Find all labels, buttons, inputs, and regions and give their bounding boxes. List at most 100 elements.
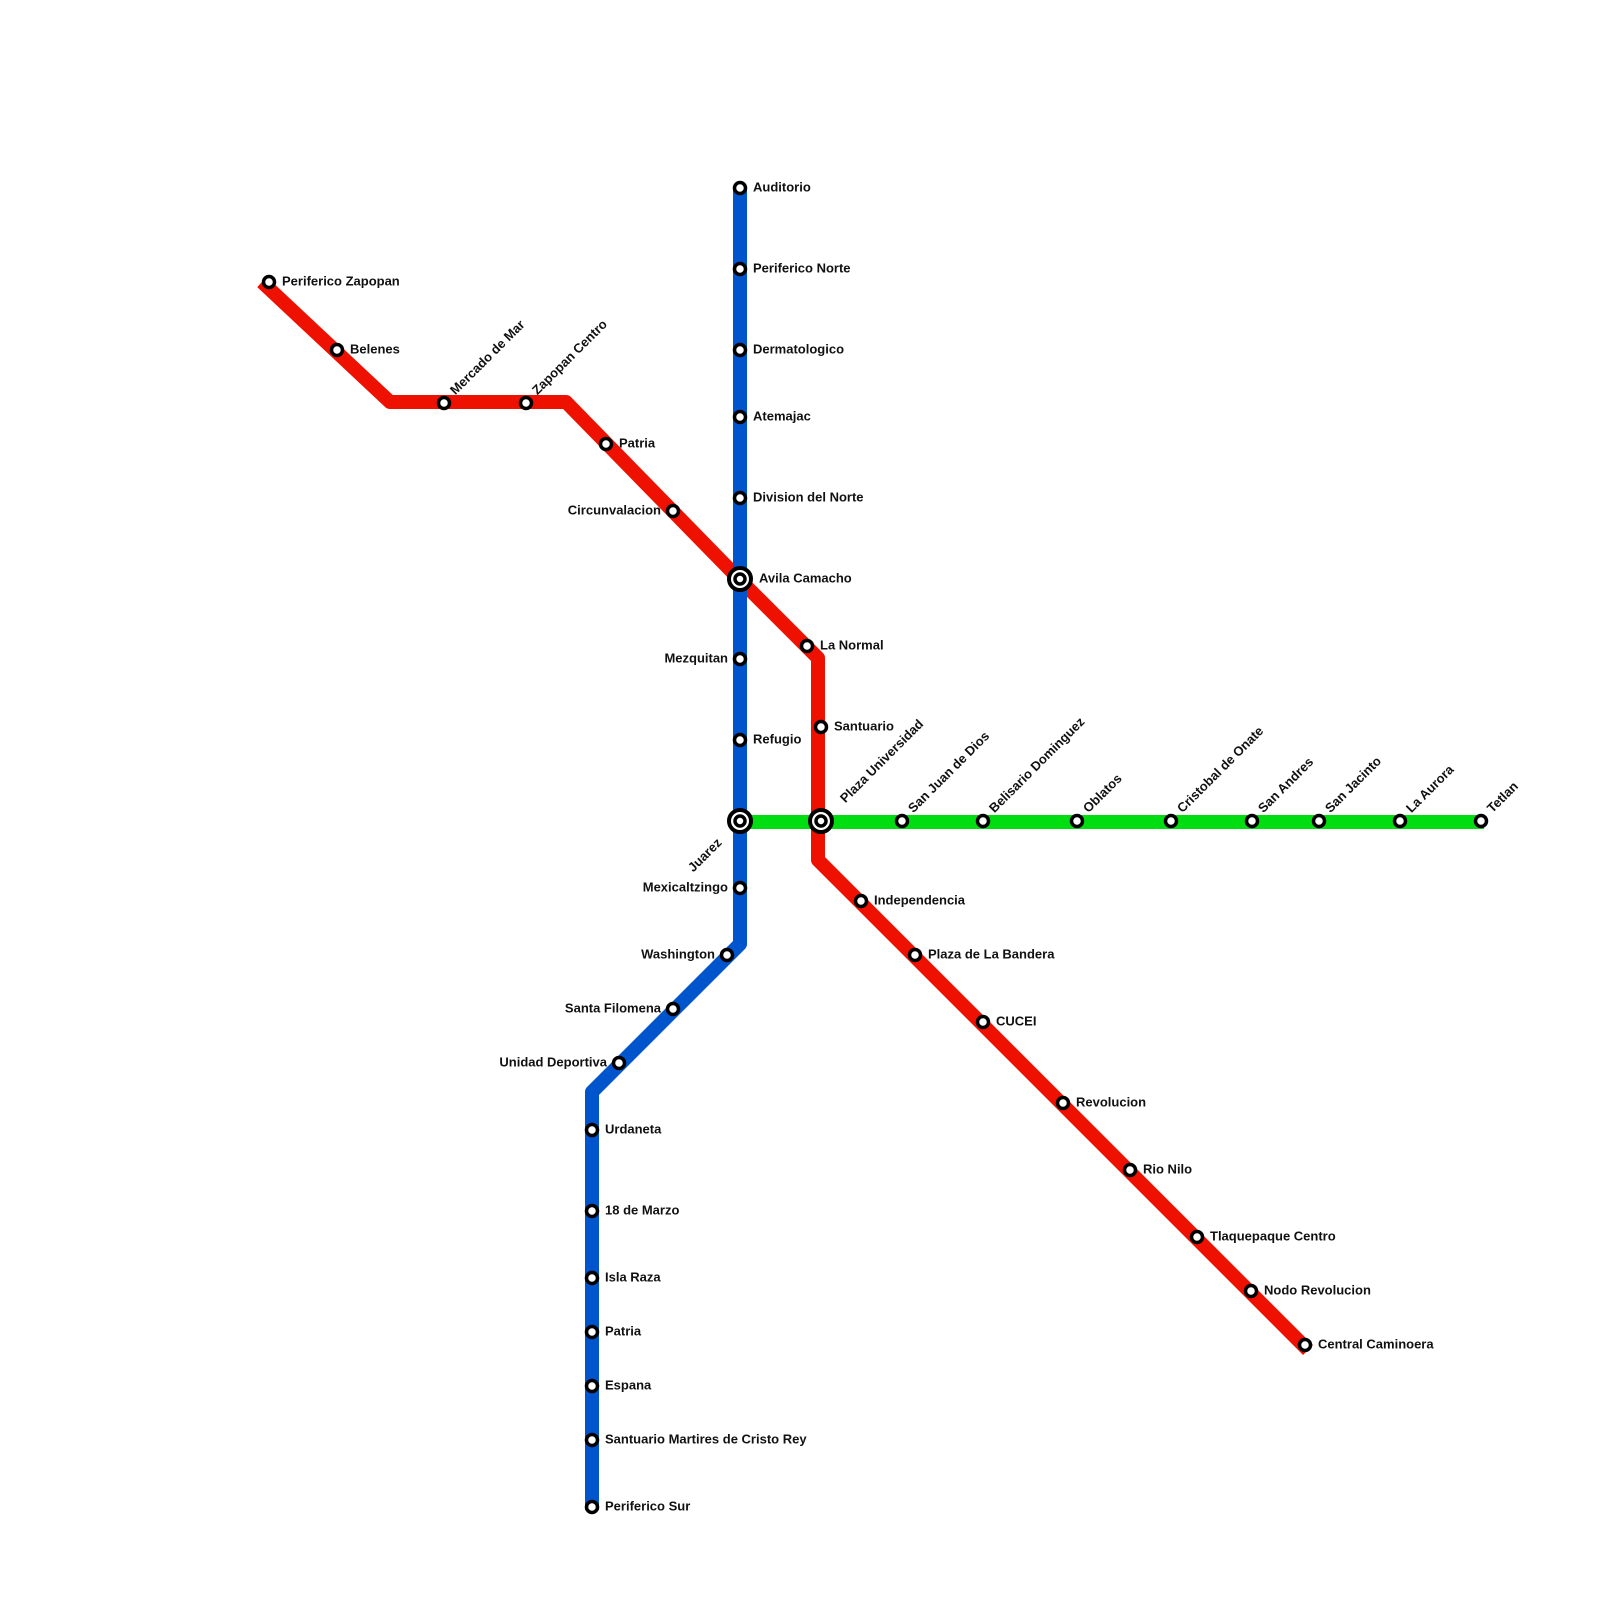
station-label: Belisario Dominguez [986,714,1088,816]
station-label: Santa Filomena [565,1000,662,1015]
station-icon [894,813,910,829]
station-periferico-zapopan[interactable] [261,274,277,290]
station-icon [799,638,815,654]
station-label: Mezquitan [664,650,728,665]
station-revolucion[interactable] [1055,1095,1071,1111]
station-icon [1473,813,1489,829]
station-zapopan-centro[interactable] [518,395,534,411]
station-icon [732,342,748,358]
station-icon [975,813,991,829]
station-label: Atemajac [753,408,811,423]
station-label: 18 de Marzo [605,1202,679,1217]
station-cucei[interactable] [975,1014,991,1030]
station-icon [1297,1337,1313,1353]
station-icon [584,1203,600,1219]
station-icon [732,651,748,667]
station-cristobal-de-onate[interactable] [1163,813,1179,829]
station-urdaneta[interactable] [584,1122,600,1138]
station-label: Plaza de La Bandera [928,946,1055,961]
station-label: Rio Nilo [1143,1161,1192,1176]
station-san-jacinto[interactable] [1311,813,1327,829]
station-icon [732,409,748,425]
station-periferico-norte[interactable] [732,261,748,277]
station-tlaquepaque-centro[interactable] [1189,1229,1205,1245]
station-san-juan-de-dios[interactable] [894,813,910,829]
station-plaza-universidad[interactable] [808,808,834,834]
station-espana[interactable] [584,1378,600,1394]
station-icon [719,947,735,963]
station-santuario[interactable] [813,719,829,735]
station-icon [1055,1095,1071,1111]
station-juarez[interactable] [727,808,753,834]
station-label: Refugio [753,731,801,746]
station-santuario-martires-de-cristo-rey[interactable] [584,1432,600,1448]
station-division-del-norte[interactable] [732,490,748,506]
station-label: Circunvalacion [568,502,661,517]
station-icon [611,1055,627,1071]
station-mexicaltzingo[interactable] [732,880,748,896]
station-label: San Andres [1255,754,1316,815]
station-rio-nilo[interactable] [1122,1162,1138,1178]
station-periferico-sur[interactable] [584,1499,600,1515]
station-label: Division del Norte [753,489,864,504]
station-label: Mercado de Mar [447,317,528,398]
station-icon [584,1270,600,1286]
station-icon [329,342,345,358]
station-auditorio[interactable] [732,180,748,196]
station-icon [665,1001,681,1017]
station-label: La Normal [820,637,884,652]
station-san-andres[interactable] [1244,813,1260,829]
station-santa-filomena[interactable] [665,1001,681,1017]
station-label: Cristobal de Onate [1174,723,1266,815]
station-tetlan[interactable] [1473,813,1489,829]
station-icon [732,261,748,277]
station-nodo-revolucion[interactable] [1243,1283,1259,1299]
station-icon [732,732,748,748]
station-label: Mexicaltzingo [643,879,728,894]
station-belisario-dominguez[interactable] [975,813,991,829]
station-isla-raza[interactable] [584,1270,600,1286]
station-icon [1244,813,1260,829]
station-icon [1243,1283,1259,1299]
station-patria[interactable] [598,436,614,452]
station-label: Juarez [685,835,725,875]
station-unidad-deportiva[interactable] [611,1055,627,1071]
station-icon [1311,813,1327,829]
station-la-aurora[interactable] [1392,813,1408,829]
station-washington[interactable] [719,947,735,963]
station-atemajac[interactable] [732,409,748,425]
station-icon [436,395,452,411]
station-label: Santuario [834,718,894,733]
station-icon [665,503,681,519]
station-label: Patria [605,1323,642,1338]
station-label: Urdaneta [605,1121,662,1136]
station-mercado-de-mar[interactable] [436,395,452,411]
station-patria[interactable] [584,1324,600,1340]
station-label: Espana [605,1377,652,1392]
station-18-de-marzo[interactable] [584,1203,600,1219]
station-circunvalacion[interactable] [665,503,681,519]
station-icon [975,1014,991,1030]
station-central-caminoera[interactable] [1297,1337,1313,1353]
station-label: Dermatologico [753,341,844,356]
station-label: San Jacinto [1322,753,1384,815]
station-label: Patria [619,435,656,450]
station-independencia[interactable] [853,893,869,909]
station-label: Oblatos [1080,771,1125,816]
station-label: Independencia [874,892,966,907]
station-avila-camacho[interactable] [727,566,753,592]
station-belenes[interactable] [329,342,345,358]
station-la-normal[interactable] [799,638,815,654]
station-oblatos[interactable] [1069,813,1085,829]
station-label: Auditorio [753,179,811,194]
stations-layer [261,180,1489,1515]
station-icon [598,436,614,452]
station-icon [584,1499,600,1515]
station-mezquitan[interactable] [732,651,748,667]
station-dermatologico[interactable] [732,342,748,358]
station-label: Washington [641,946,715,961]
station-refugio[interactable] [732,732,748,748]
station-icon [584,1122,600,1138]
station-plaza-de-la-bandera[interactable] [907,947,923,963]
